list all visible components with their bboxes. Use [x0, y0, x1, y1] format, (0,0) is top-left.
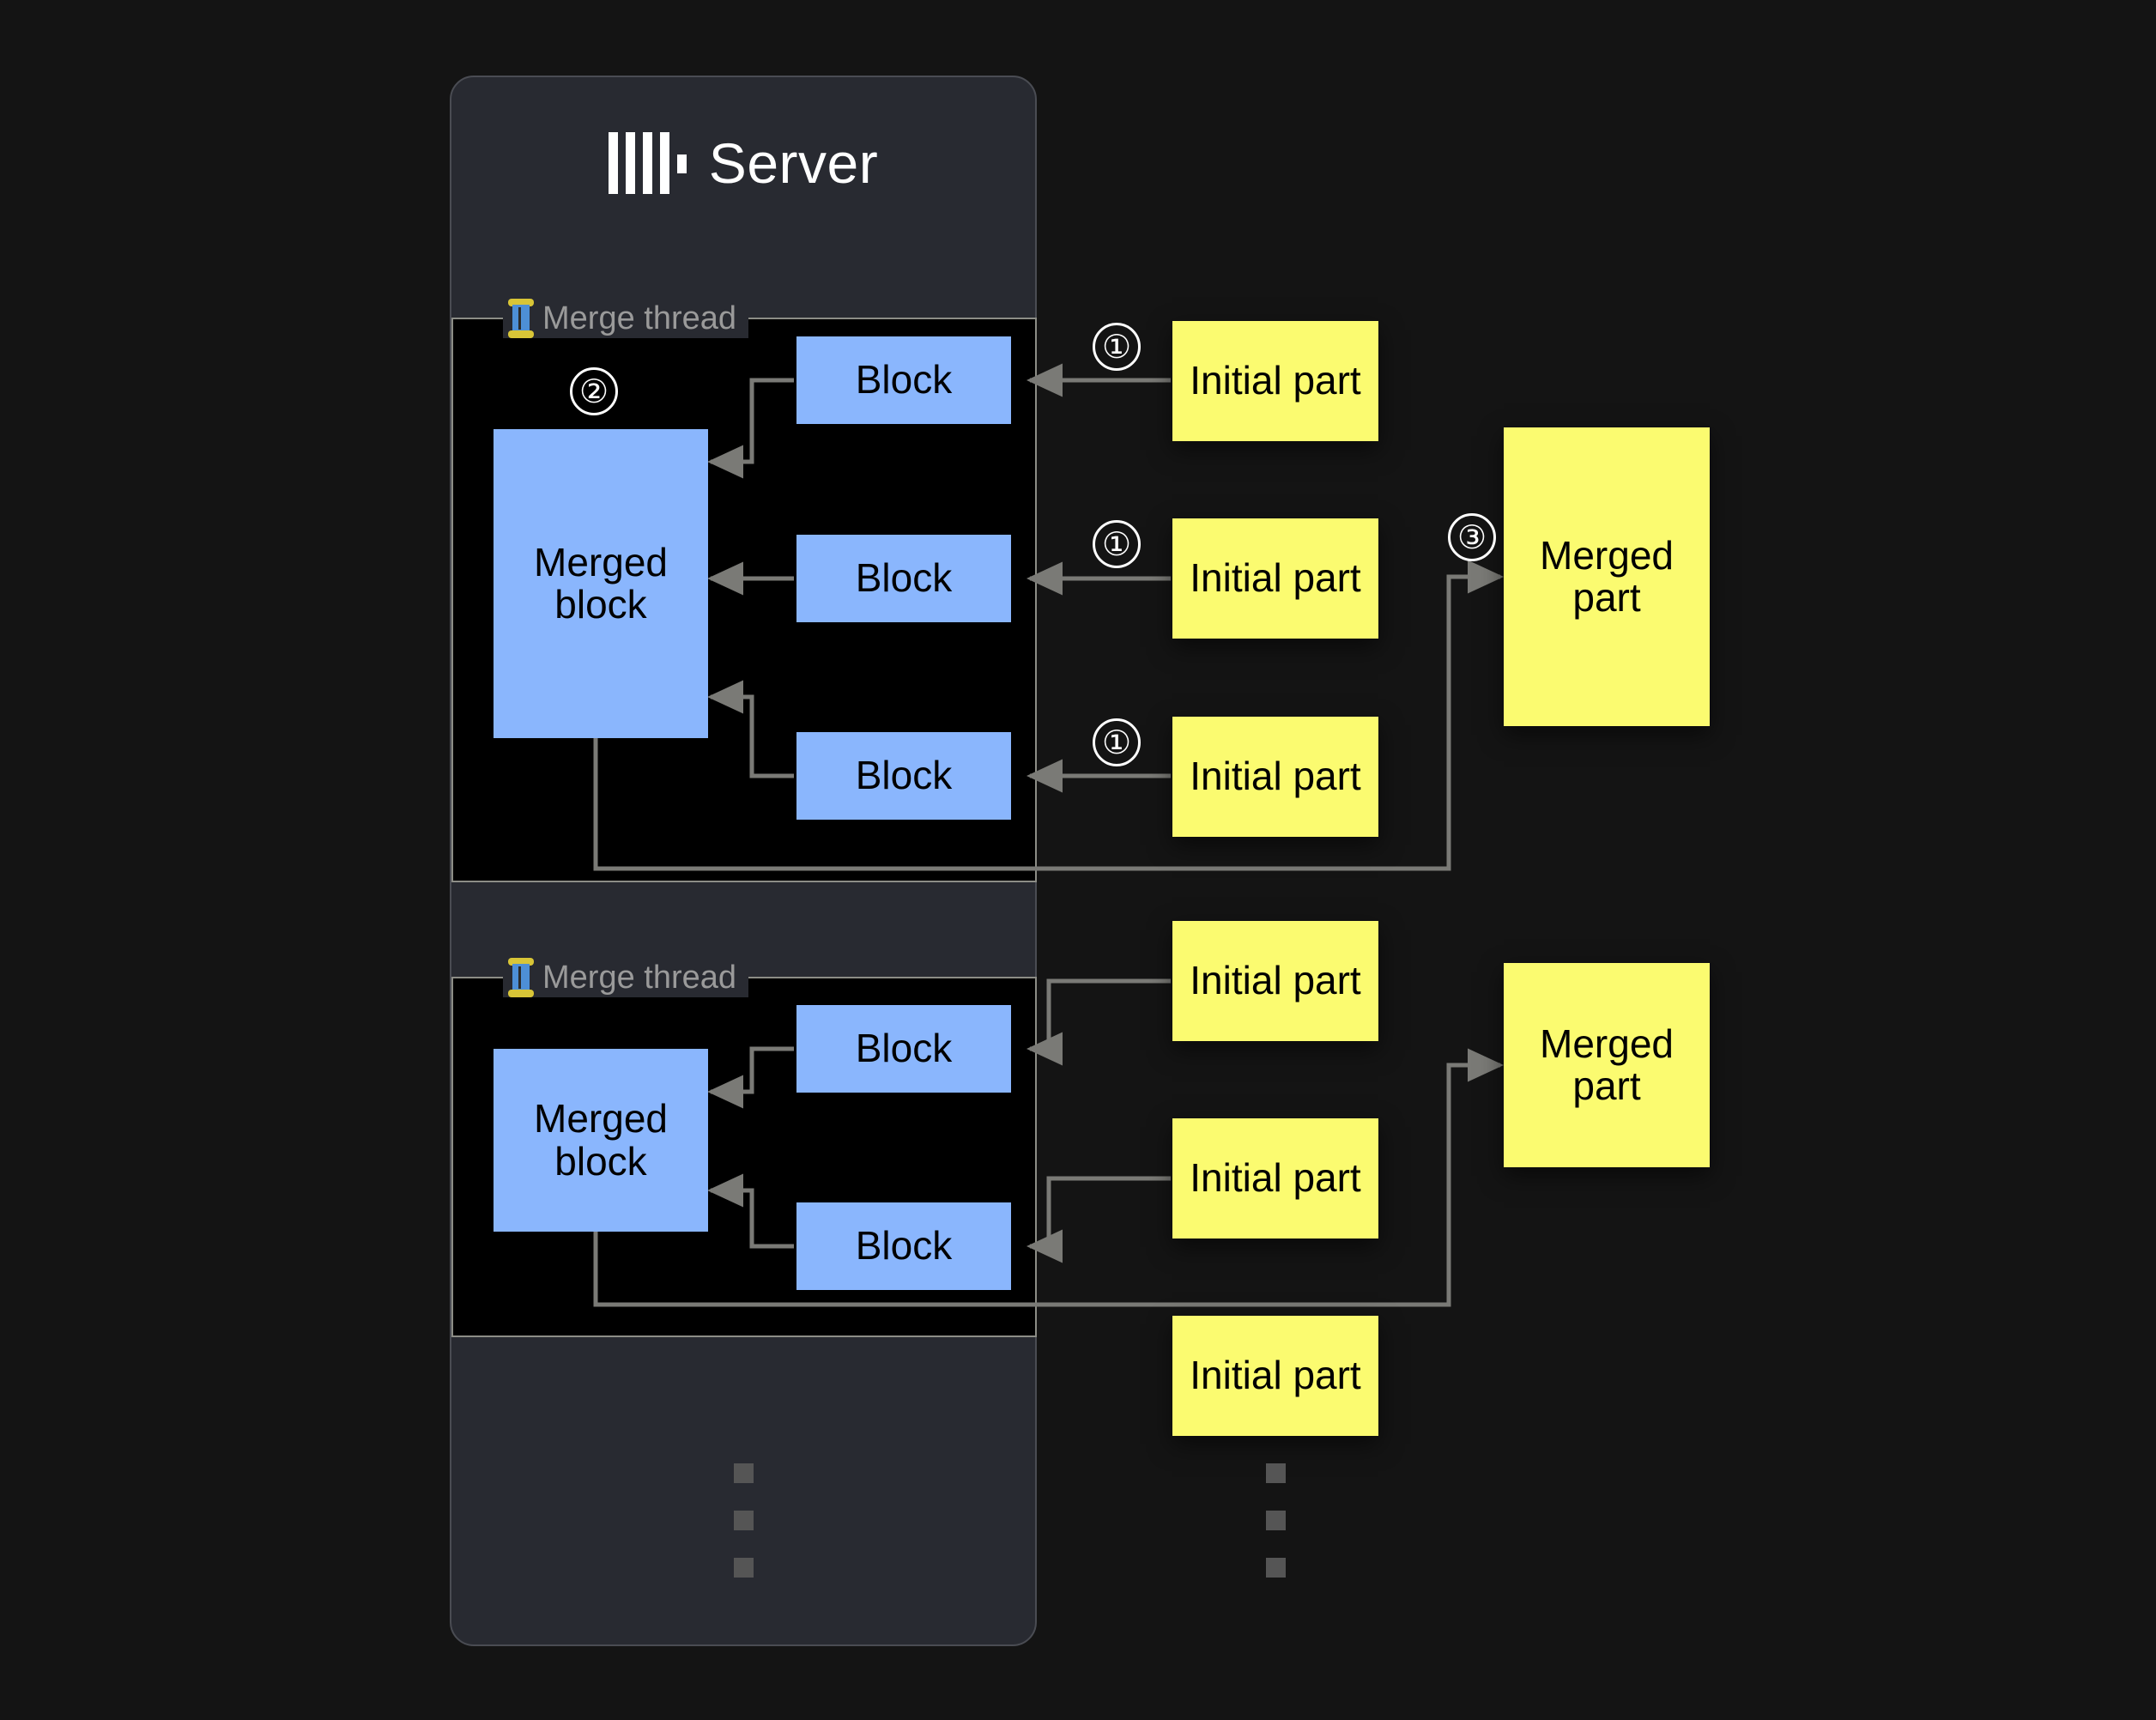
arrow-initialpart5-to-block5: [1026, 1176, 1171, 1263]
step-marker-1b: ①: [1093, 520, 1141, 568]
initial-part-5-label: Initial part: [1190, 1155, 1361, 1201]
block-4: Block: [796, 1005, 1011, 1093]
server-title-label: Server: [708, 131, 879, 195]
merged-block-1: Merged block: [494, 429, 708, 738]
merged-block-2-label: Merged block: [534, 1096, 668, 1184]
block-2-label: Block: [855, 555, 953, 601]
server-ellipsis: [734, 1463, 754, 1605]
merge-thread-legend-2: Merge thread: [503, 958, 749, 997]
clickhouse-logo-icon: [608, 132, 687, 194]
initial-part-2-label: Initial part: [1190, 555, 1361, 601]
ellipsis-dot: [1266, 1463, 1286, 1483]
initial-part-3: Initial part: [1172, 717, 1378, 837]
merged-part-1: Merged part: [1504, 427, 1710, 726]
merge-thread-legend-label: Merge thread: [542, 300, 737, 336]
block-5: Block: [796, 1202, 1011, 1290]
block-4-label: Block: [855, 1026, 953, 1071]
initial-part-1-label: Initial part: [1190, 358, 1361, 403]
step-marker-1c: ①: [1093, 718, 1141, 766]
merge-thread-legend-label: Merge thread: [542, 960, 737, 996]
step-marker-1a: ①: [1093, 323, 1141, 371]
parts-ellipsis: [1266, 1463, 1286, 1605]
initial-part-1: Initial part: [1172, 321, 1378, 441]
server-title: Server: [450, 116, 1037, 210]
merged-part-2-label: Merged part: [1540, 1020, 1674, 1108]
step-marker-1c-label: ①: [1101, 724, 1132, 761]
block-3-label: Block: [855, 753, 953, 798]
thread-spool-icon: [508, 299, 534, 338]
step-marker-1b-label: ①: [1101, 526, 1132, 563]
initial-part-6: Initial part: [1172, 1316, 1378, 1436]
ellipsis-dot: [1266, 1558, 1286, 1578]
step-marker-1a-label: ①: [1101, 329, 1132, 366]
step-marker-3-label: ③: [1457, 519, 1487, 556]
block-5-label: Block: [855, 1223, 953, 1269]
ellipsis-dot: [1266, 1511, 1286, 1530]
initial-part-6-label: Initial part: [1190, 1353, 1361, 1398]
initial-part-3-label: Initial part: [1190, 754, 1361, 799]
ellipsis-dot: [734, 1511, 754, 1530]
block-3: Block: [796, 732, 1011, 820]
merged-block-1-label: Merged block: [534, 539, 668, 627]
block-1-label: Block: [855, 357, 953, 403]
initial-part-5: Initial part: [1172, 1118, 1378, 1239]
thread-spool-icon: [508, 958, 534, 997]
merged-part-1-label: Merged part: [1540, 532, 1674, 620]
initial-part-4-label: Initial part: [1190, 958, 1361, 1003]
merge-thread-legend-1: Merge thread: [503, 299, 749, 338]
ellipsis-dot: [734, 1558, 754, 1578]
step-marker-3: ③: [1448, 513, 1496, 561]
initial-part-4: Initial part: [1172, 921, 1378, 1041]
initial-part-2: Initial part: [1172, 518, 1378, 639]
ellipsis-dot: [734, 1463, 754, 1483]
merged-block-2: Merged block: [494, 1049, 708, 1232]
step-marker-2: ②: [570, 367, 618, 415]
block-1: Block: [796, 336, 1011, 424]
merged-part-2: Merged part: [1504, 963, 1710, 1167]
step-marker-2-label: ②: [578, 373, 609, 410]
arrow-initialpart4-to-block4: [1026, 978, 1171, 1066]
block-2: Block: [796, 535, 1011, 622]
